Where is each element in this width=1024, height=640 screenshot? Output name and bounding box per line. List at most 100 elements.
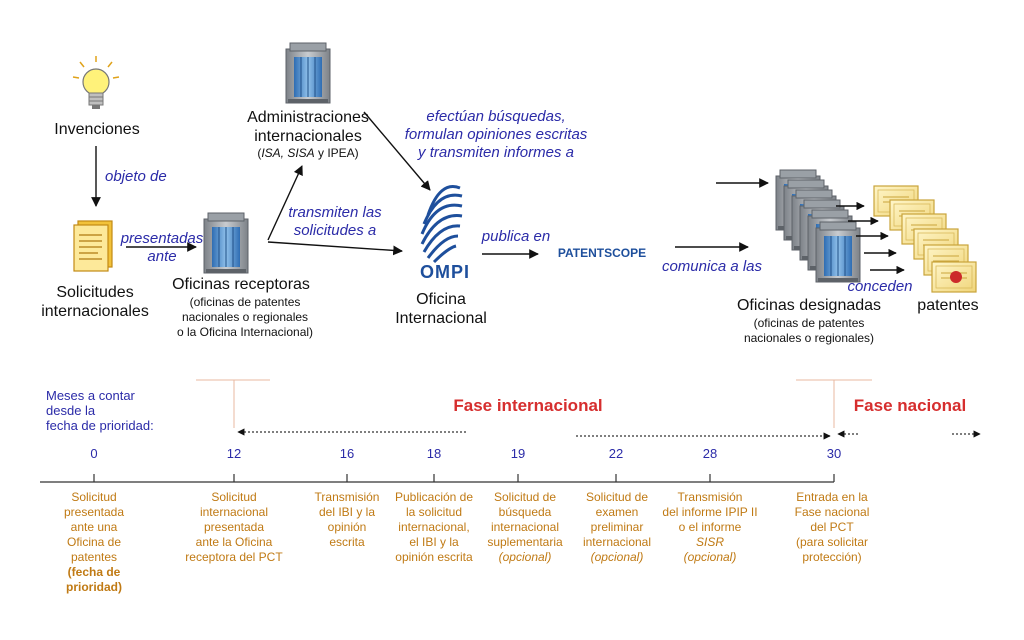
intl-applications-label: Solicitudes internacionales	[30, 283, 160, 321]
step-12-line-4: ante la Oficina	[195, 535, 273, 549]
intl-authorities-label: Administraciones internacionales	[236, 108, 380, 146]
month-28: 28	[702, 446, 718, 461]
arrows-to-patents	[836, 201, 905, 275]
receiving-sub-3: o la Oficina Internacional)	[176, 325, 314, 339]
presentadas-line-2: ante	[147, 248, 177, 265]
step-28-line-1: Transmisión	[677, 490, 743, 504]
axis-label-3: fecha de prioridad:	[46, 418, 154, 433]
intl-authorities-line-2: internacionales	[254, 128, 362, 145]
intl-authorities-sub: (ISA, SISA y IPEA)	[257, 146, 359, 160]
step-30-line-4: (para solicitar	[795, 535, 869, 549]
step-month-19: Solicitud de búsqueda internacional supl…	[476, 490, 574, 565]
step-28-line-2: del informe IPIP II	[662, 505, 758, 519]
step-19-line-2: búsqueda	[498, 505, 552, 519]
intl-bureau-line-2: Internacional	[395, 310, 487, 327]
month-30: 30	[826, 446, 842, 461]
step-22-optional: (opcional)	[590, 550, 644, 564]
timeline	[40, 379, 981, 483]
relation-conceden: conceden	[847, 278, 913, 295]
step-16-line-1: Transmisión	[314, 490, 380, 504]
phase-international: Fase internacional	[453, 396, 603, 415]
efectuan-line-2: formulan opiniones escritas	[404, 126, 588, 143]
step-16-line-4: escrita	[329, 535, 365, 549]
receiving-sub-1: (oficinas de patentes	[189, 295, 301, 309]
intl-applications-line-1: Solicitudes	[56, 284, 134, 301]
receiving-sub-2: nacionales o regionales	[181, 310, 309, 324]
presentadas-line-1: presentadas	[120, 230, 204, 247]
relation-presentadas-ante: presentadas ante	[114, 230, 210, 266]
step-month-0: Solicitud presentada ante una Oficina de…	[44, 490, 144, 595]
designated-offices-icon	[775, 169, 861, 283]
step-month-12: Solicitud internacional presentada ante …	[172, 490, 296, 565]
axis-label-2: desde la	[46, 403, 96, 418]
intl-bureau-line-1: Oficina	[416, 291, 466, 308]
month-12: 12	[226, 446, 242, 461]
authorities-sub-rest: y IPEA)	[314, 146, 359, 160]
intl-bureau-label: Oficina Internacional	[386, 290, 496, 328]
arrow-receiving-to-authorities	[267, 165, 303, 241]
month-0: 0	[90, 446, 98, 461]
axis-label-1: Meses a contar	[46, 388, 135, 403]
step-30-line-5: protección)	[802, 550, 862, 564]
step-28-line-3: o el informe	[678, 520, 742, 534]
arrow-authorities-to-bureau	[363, 111, 431, 191]
month-22: 22	[608, 446, 624, 461]
step-19-line-4: suplementaria	[487, 535, 563, 549]
patents-label: patentes	[917, 297, 979, 314]
step-0-line-2: presentada	[63, 505, 125, 519]
efectuan-line-3: y transmiten informes a	[418, 144, 574, 161]
step-month-18: Publicación de la solicitud internaciona…	[384, 490, 484, 565]
step-22-line-4: internacional	[582, 535, 652, 549]
designated-offices-sub: (oficinas de patentes nacionales o regio…	[724, 316, 894, 346]
step-0-bold-2: prioridad)	[66, 580, 122, 594]
step-0-line-4: Oficina de	[66, 535, 122, 549]
step-30-line-3: del PCT	[810, 520, 854, 534]
step-12-line-1: Solicitud	[211, 490, 257, 504]
relation-efectuan: efectúan búsquedas, formulan opiniones e…	[396, 108, 596, 162]
efectuan-line-1: efectúan búsquedas,	[426, 108, 566, 125]
step-18-line-2: la solicitud	[405, 505, 463, 519]
step-28-sisr: SISR	[695, 535, 724, 549]
patentscope-label[interactable]: PATENTSCOPE	[557, 246, 647, 260]
designated-sub-2: nacionales o regionales)	[743, 331, 875, 345]
phase-national: Fase nacional	[853, 396, 967, 415]
authorities-sub-italic: ISA, SISA	[261, 146, 315, 160]
step-12-line-2: internacional	[199, 505, 269, 519]
inventions-label: Invenciones	[54, 121, 140, 138]
wipo-globe-icon	[420, 185, 463, 264]
lightbulb-icon	[72, 56, 120, 109]
step-28-optional: (opcional)	[683, 550, 737, 564]
step-30-line-1: Entrada en la	[796, 490, 868, 504]
receiving-office-icon	[203, 212, 249, 274]
month-19: 19	[510, 446, 526, 461]
transmiten-line-1: transmiten las	[288, 204, 382, 221]
step-month-16: Transmisión del IBI y la opinión escrita	[296, 490, 398, 550]
designated-sub-1: (oficinas de patentes	[753, 316, 865, 330]
step-16-line-3: opinión	[327, 520, 367, 534]
step-0-line-5: patentes	[70, 550, 118, 564]
month-18: 18	[426, 446, 442, 461]
step-0-line-3: ante una	[70, 520, 118, 534]
relation-comunica: comunica a las	[661, 258, 763, 275]
step-18-line-5: opinión escrita	[395, 550, 473, 564]
document-icon	[73, 220, 113, 272]
step-30-line-2: Fase nacional	[794, 505, 870, 519]
step-22-line-2: examen	[595, 505, 639, 519]
step-12-line-5: receptora del PCT	[185, 550, 283, 564]
intl-authorities-line-1: Administraciones	[247, 109, 369, 126]
step-0-line-1: Solicitud	[71, 490, 117, 504]
step-22-line-1: Solicitud de	[585, 490, 649, 504]
receiving-offices-sub: (oficinas de patentes nacionales o regio…	[150, 295, 340, 340]
intl-authority-icon	[285, 42, 331, 104]
step-19-line-1: Solicitud de	[493, 490, 557, 504]
step-19-optional: (opcional)	[498, 550, 552, 564]
step-12-line-3: presentada	[203, 520, 265, 534]
certificate-icon	[873, 185, 977, 293]
transmiten-line-2: solicitudes a	[293, 222, 377, 239]
step-18-line-3: internacional,	[398, 520, 470, 534]
step-18-line-4: el IBI y la	[409, 535, 459, 549]
relation-publica-en: publica en	[481, 228, 551, 245]
step-month-22: Solicitud de examen preliminar internaci…	[570, 490, 664, 565]
step-month-30: Entrada en la Fase nacional del PCT (par…	[780, 490, 884, 565]
